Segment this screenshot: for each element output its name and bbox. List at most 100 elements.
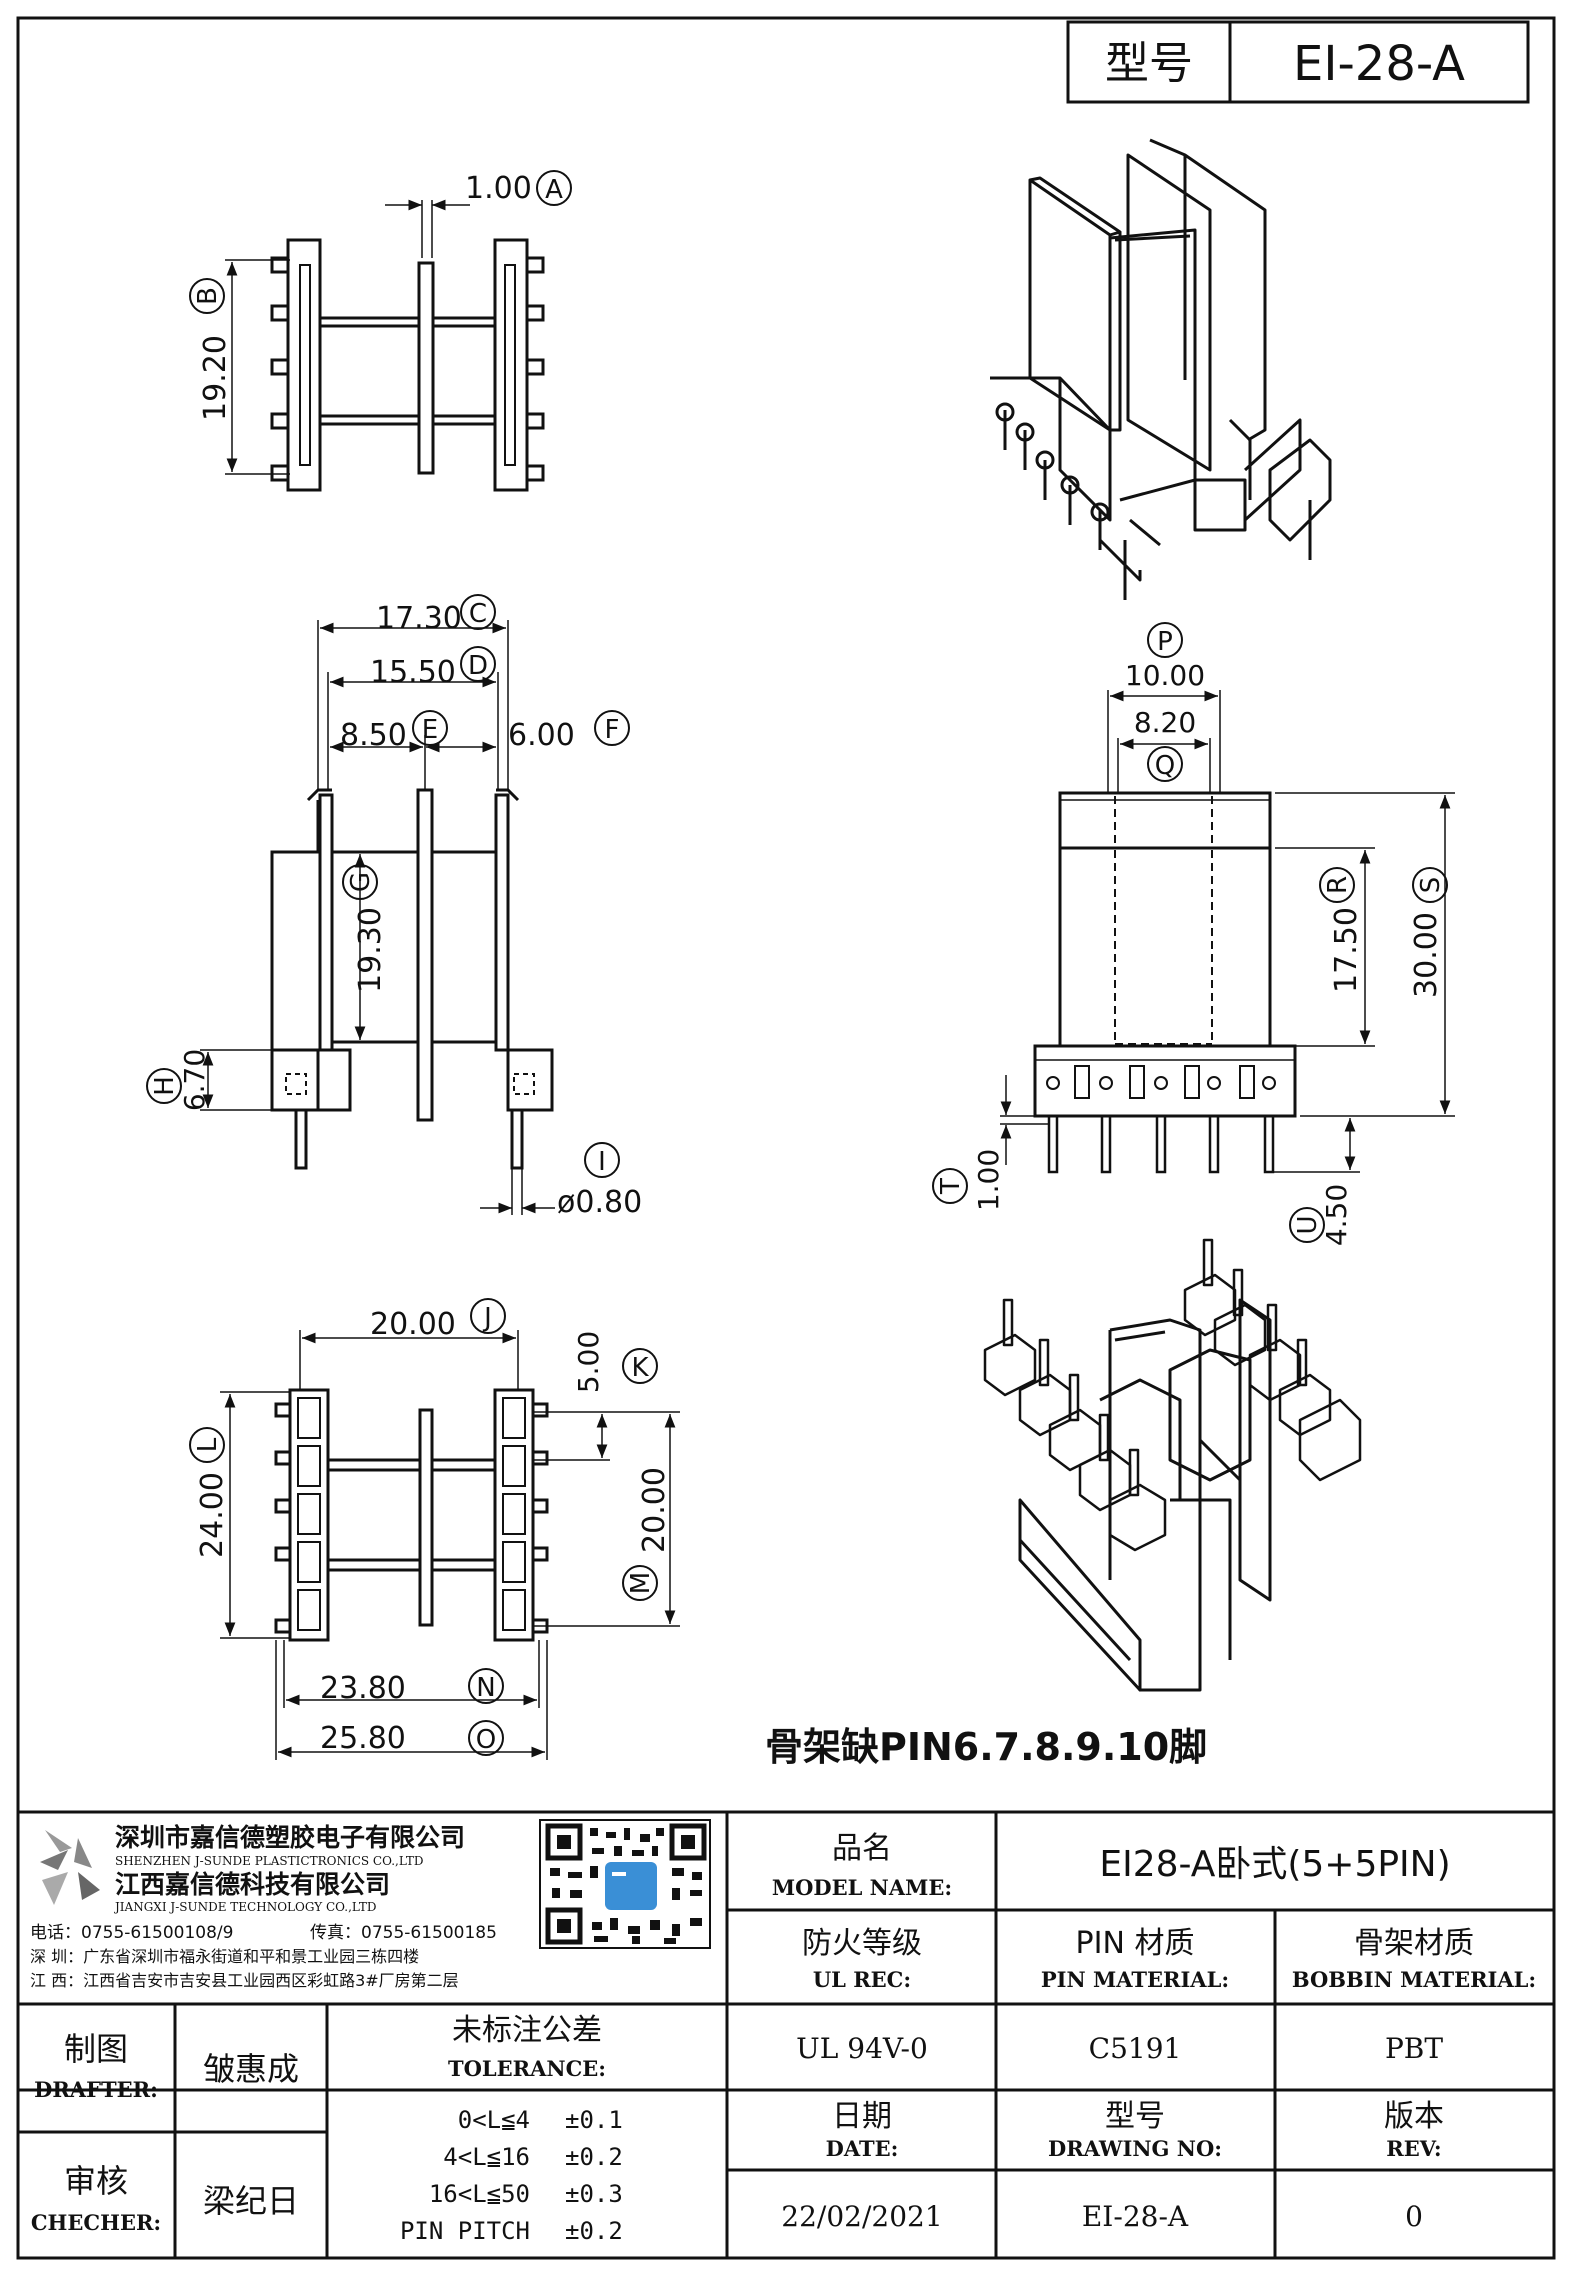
top-view: [225, 199, 545, 492]
bobbin-material-value: PBT: [1385, 2032, 1443, 2065]
company-name-jx: 江西嘉信德科技有限公司: [115, 1870, 390, 1899]
tolerance-range: 4<L≦16: [443, 2143, 530, 2171]
dim-k-letter: K: [631, 1353, 649, 1383]
dim-c-marker: [460, 594, 496, 630]
dim-o-value: 25.80: [320, 1721, 406, 1756]
dim-q-value: 8.20: [1134, 706, 1196, 739]
ul-label-en: UL REC:: [813, 1967, 911, 1992]
dim-m-letter: M: [626, 1572, 656, 1594]
qr-code: [539, 1819, 711, 1949]
dim-n-value: 23.80: [320, 1671, 406, 1706]
drafter-name: 皱惠成: [203, 2050, 299, 2088]
dim-h-value: 6.70: [178, 1049, 211, 1111]
company-logo: [40, 1830, 100, 1905]
drawing-no-label-en: DRAWING NO:: [1048, 2136, 1222, 2161]
tolerance-label-en: TOLERANCE:: [448, 2056, 606, 2081]
dim-k-value: 5.00: [572, 1331, 605, 1393]
tolerance-value: ±0.1: [565, 2106, 623, 2134]
dim-a-value: 1.00: [465, 171, 532, 206]
dim-o-marker: [468, 1720, 504, 1756]
tolerance-range: PIN PITCH: [400, 2217, 530, 2245]
dim-s-letter: S: [1416, 877, 1446, 894]
company-name-sz-en: SHENZHEN J-SUNDE PLASTICTRONICS CO.,LTD: [115, 1854, 423, 1868]
rev-label-cn: 版本: [1384, 2099, 1444, 2134]
dim-d-marker: [460, 646, 496, 682]
dim-s-value: 30.00: [1409, 912, 1444, 998]
model-name-label-cn: 品名: [832, 1831, 892, 1866]
dim-d-letter: D: [468, 651, 488, 681]
dim-e-letter: E: [422, 715, 438, 745]
drawing-frame: [16, 16, 1556, 2260]
dim-g-value: 19.30: [353, 907, 388, 993]
dim-b-marker: [189, 278, 225, 314]
dim-f-value: 6.00: [508, 718, 575, 753]
tolerance-value: ±0.3: [565, 2180, 623, 2208]
rev-value: 0: [1405, 2200, 1423, 2233]
pin-note: 骨架缺PIN6.7.8.9.10脚: [765, 1725, 1207, 1769]
dim-k-marker: [622, 1348, 658, 1384]
dim-j-letter: J: [482, 1303, 492, 1333]
model-header-box: 型号 EI-28-A: [1066, 20, 1530, 104]
company-phone: 电话：0755-61500108/9: [30, 1923, 233, 1943]
dim-m-value: 20.00: [637, 1467, 672, 1553]
dim-r-value: 17.50: [1329, 907, 1364, 993]
dim-t-letter: T: [936, 1178, 966, 1195]
drafter-label-en: DRAFTER:: [34, 2077, 158, 2102]
dim-n-marker: [468, 1668, 504, 1704]
tolerance-value: ±0.2: [565, 2217, 623, 2245]
model-name-label-en: MODEL NAME:: [772, 1875, 952, 1900]
drafter-label-cn: 制图: [64, 2030, 128, 2068]
dim-i-marker: [584, 1142, 620, 1178]
dim-h-letter: H: [150, 1076, 180, 1096]
dim-t-value: 1.00: [972, 1149, 1005, 1211]
bottom-view: [220, 1330, 680, 1760]
tolerance-range: 0<L≦4: [458, 2106, 530, 2134]
checker-label-en: CHECHER:: [31, 2210, 161, 2235]
company-name-jx-en: JIANGXI J-SUNDE TECHNOLOGY CO.,LTD: [113, 1900, 377, 1914]
drawing-no-value: EI-28-A: [1082, 2200, 1189, 2233]
dim-q-marker: [1147, 746, 1183, 782]
dim-e-value: 8.50: [340, 718, 407, 753]
dim-f-marker: [594, 710, 630, 746]
drawing-no-label-cn: 型号: [1105, 2099, 1165, 2134]
dim-u-value: 4.50: [1320, 1184, 1353, 1246]
dim-r-letter: R: [1323, 876, 1353, 894]
dim-p-letter: P: [1157, 627, 1173, 657]
bobbin-material-label-en: BOBBIN MATERIAL:: [1292, 1967, 1536, 1992]
dim-a-letter: A: [545, 175, 563, 205]
company-address-jx: 江 西：江西省吉安市吉安县工业园西区彩虹路3#厂房第二层: [30, 1971, 459, 1990]
dim-h-marker: [146, 1068, 182, 1104]
tolerance-table: 0<L≦4 ±0.1 4<L≦16 ±0.2 16<L≦50 ±0.3 PIN …: [400, 2106, 623, 2245]
header-model-value: EI-28-A: [1293, 36, 1465, 92]
dim-b-letter: B: [193, 287, 223, 305]
isometric-view-top: [990, 138, 1332, 600]
bobbin-material-label-cn: 骨架材质: [1354, 1926, 1474, 1961]
tolerance-label-cn: 未标注公差: [452, 2013, 602, 2048]
dim-n-letter: N: [476, 1673, 495, 1703]
dim-s-marker: [1412, 867, 1448, 903]
dim-q-letter: Q: [1155, 751, 1175, 781]
dim-l-marker: [189, 1427, 225, 1463]
ul-value: UL 94V-0: [796, 2032, 928, 2065]
pin-material-value: C5191: [1089, 2032, 1182, 2065]
ul-label-cn: 防火等级: [802, 1926, 922, 1961]
dim-g-letter: G: [346, 872, 376, 892]
dim-p-marker: [1147, 622, 1183, 658]
date-label-en: DATE:: [826, 2136, 899, 2161]
dim-t-marker: [932, 1168, 968, 1204]
side-view: [1000, 690, 1455, 1174]
pin-material-label-en: PIN MATERIAL:: [1041, 1967, 1229, 1992]
dim-c-value: 17.30: [376, 601, 462, 636]
dim-p-value: 10.00: [1125, 659, 1205, 692]
dim-b-value: 19.20: [198, 335, 233, 421]
tolerance-range: 16<L≦50: [429, 2180, 530, 2208]
dim-o-letter: O: [476, 1725, 496, 1755]
dim-d-value: 15.50: [370, 655, 456, 690]
checker-label-cn: 审核: [64, 2162, 128, 2200]
dim-i-letter: I: [598, 1147, 606, 1177]
date-value: 22/02/2021: [781, 2200, 942, 2233]
dim-i-value: ø0.80: [557, 1185, 642, 1220]
header-model-label: 型号: [1105, 38, 1193, 89]
title-block: [18, 1810, 1554, 2258]
